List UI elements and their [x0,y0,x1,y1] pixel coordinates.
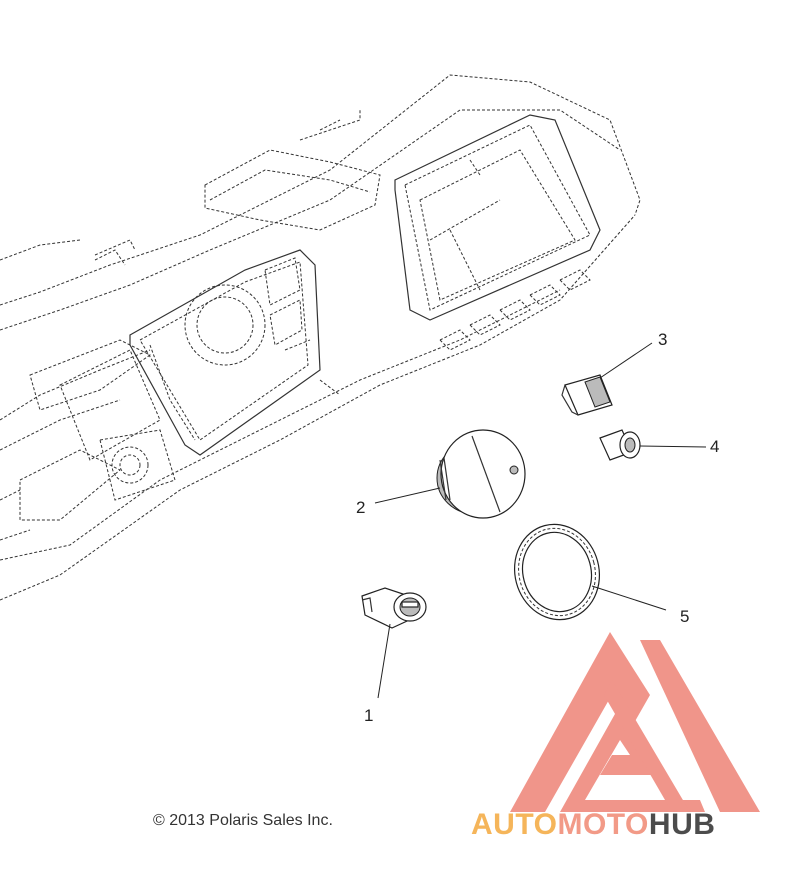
part-rocker-switch [561,374,613,416]
part-ignition-switch [361,587,427,629]
callout-1: 1 [364,706,373,725]
dashboard-outline [0,74,641,601]
callout-4: 4 [710,437,719,456]
watermark-text: AUTOMOTOHUB [471,808,715,842]
part-power-socket [599,429,641,461]
callout-2: 2 [356,498,365,517]
part-bezel-ring [513,523,601,621]
part-gauge [436,429,526,519]
watermark-moto: MOTO [557,808,649,841]
callout-3: 3 [658,330,667,349]
watermark-logo [510,632,760,812]
copyright-text: © 2013 Polaris Sales Inc. [153,812,333,829]
callout-5: 5 [680,607,689,626]
watermark-hub: HUB [648,808,716,841]
watermark-auto: AUTO [471,808,558,841]
leader-lines [374,342,707,699]
